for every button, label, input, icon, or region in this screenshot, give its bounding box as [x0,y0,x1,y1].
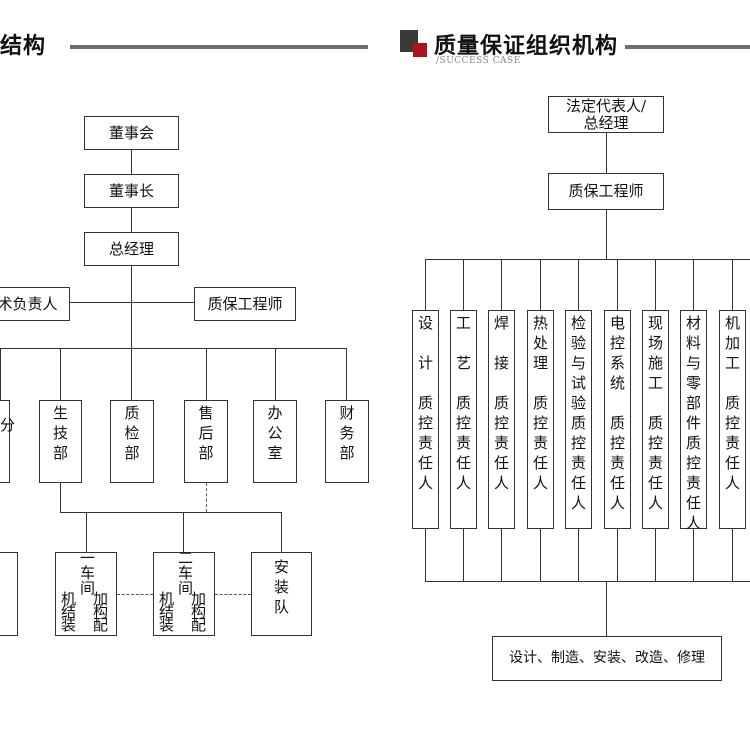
connector [606,210,607,259]
department-bus [0,348,347,349]
connector [655,529,656,581]
right-subtitle: /SUCCESS CASE [436,56,521,66]
connector [578,529,579,581]
workshop-2-right: 加 构 配 [191,590,207,634]
connector [606,133,607,173]
department-box: 质 检 部 [110,400,154,483]
connector [617,529,618,581]
general-manager-box: 总经理 [84,232,179,266]
tech-leader-box: 技术负责人 [0,287,70,321]
workshop-1-left: 机 结 装 [61,590,77,634]
department-box: 生 技 部 [39,400,82,483]
connector [131,150,132,174]
qa-engineer-left-box: 质保工程师 [194,287,296,321]
responsible-top-bus [425,259,750,260]
workshop-2-top: 二 车 间 [178,549,194,597]
connector [617,259,618,310]
workshop-bus [60,512,282,513]
connector [346,348,347,400]
connector [501,259,502,310]
connector [131,348,132,400]
department-box: 财 务 部 [325,400,369,483]
workshop-2-box: 二 车 间 机 结 装 加 构 配 [153,549,215,636]
connector [693,529,694,581]
connector [655,259,656,310]
partial-dept-text: 分 [0,416,16,434]
connector [281,512,282,552]
department-box: 办 公 室 [253,400,297,483]
board-box: 董事会 [84,116,179,150]
workshop-1-right: 加 构 配 [93,590,109,634]
responsible-box: 电 控 系 统 质 控 责 任 人 [604,310,631,529]
connector [275,348,276,400]
workshop-1-top: 一 车 间 [80,549,96,597]
connector [606,581,607,636]
right-header-bar [625,45,750,49]
chairman-box: 董事长 [84,174,179,208]
connector [86,512,87,552]
responsible-box: 检 验 与 试 验 质 控 责 任 人 [565,310,592,529]
connector [183,512,184,552]
header-square-red [413,43,427,57]
connector [70,302,194,303]
scope-box: 设计、制造、安装、改造、修理 [492,636,722,681]
responsible-box: 工 艺 质 控 责 任 人 [450,310,477,529]
left-header-bar [70,45,368,49]
dashed-connector [117,594,153,595]
connector [732,529,733,581]
responsible-box: 热 处 理 质 控 责 任 人 [527,310,554,529]
connector [463,259,464,310]
dashed-connector [206,483,207,512]
responsible-box: 现 场 施 工 质 控 责 任 人 [642,310,669,529]
workshop-2-left: 机 结 装 [159,590,175,634]
department-partial-box [0,400,10,483]
connector [0,348,1,400]
connector [578,259,579,310]
left-title: 结构 [0,33,47,59]
responsible-bottom-bus [425,581,750,582]
connector [131,208,132,232]
connector [206,348,207,400]
legal-representative-box: 法定代表人/ 总经理 [548,96,664,133]
dashed-connector [215,594,251,595]
bottom-partial-box [0,552,18,636]
responsible-box: 材 料 与 零 部 件 质 控 责 任 人 [680,310,707,532]
connector [540,529,541,581]
connector [60,348,61,400]
connector [693,259,694,310]
workshop-1-box: 一 车 间 机 结 装 加 构 配 [55,549,117,636]
responsible-box: 机 加 工 质 控 责 任 人 [719,310,746,529]
install-team-box: 安 装 队 [251,552,312,636]
qa-engineer-box: 质保工程师 [548,173,664,210]
connector [501,529,502,581]
connector [540,259,541,310]
responsible-box: 焊 接 质 控 责 任 人 [488,310,515,529]
connector [131,266,132,348]
right-title: 质量保证组织机构 [434,33,619,59]
connector [60,483,61,513]
department-box: 售 后 部 [184,400,228,483]
responsible-box: 设 计 质 控 责 任 人 [412,310,439,529]
connector [732,259,733,310]
connector [463,529,464,581]
